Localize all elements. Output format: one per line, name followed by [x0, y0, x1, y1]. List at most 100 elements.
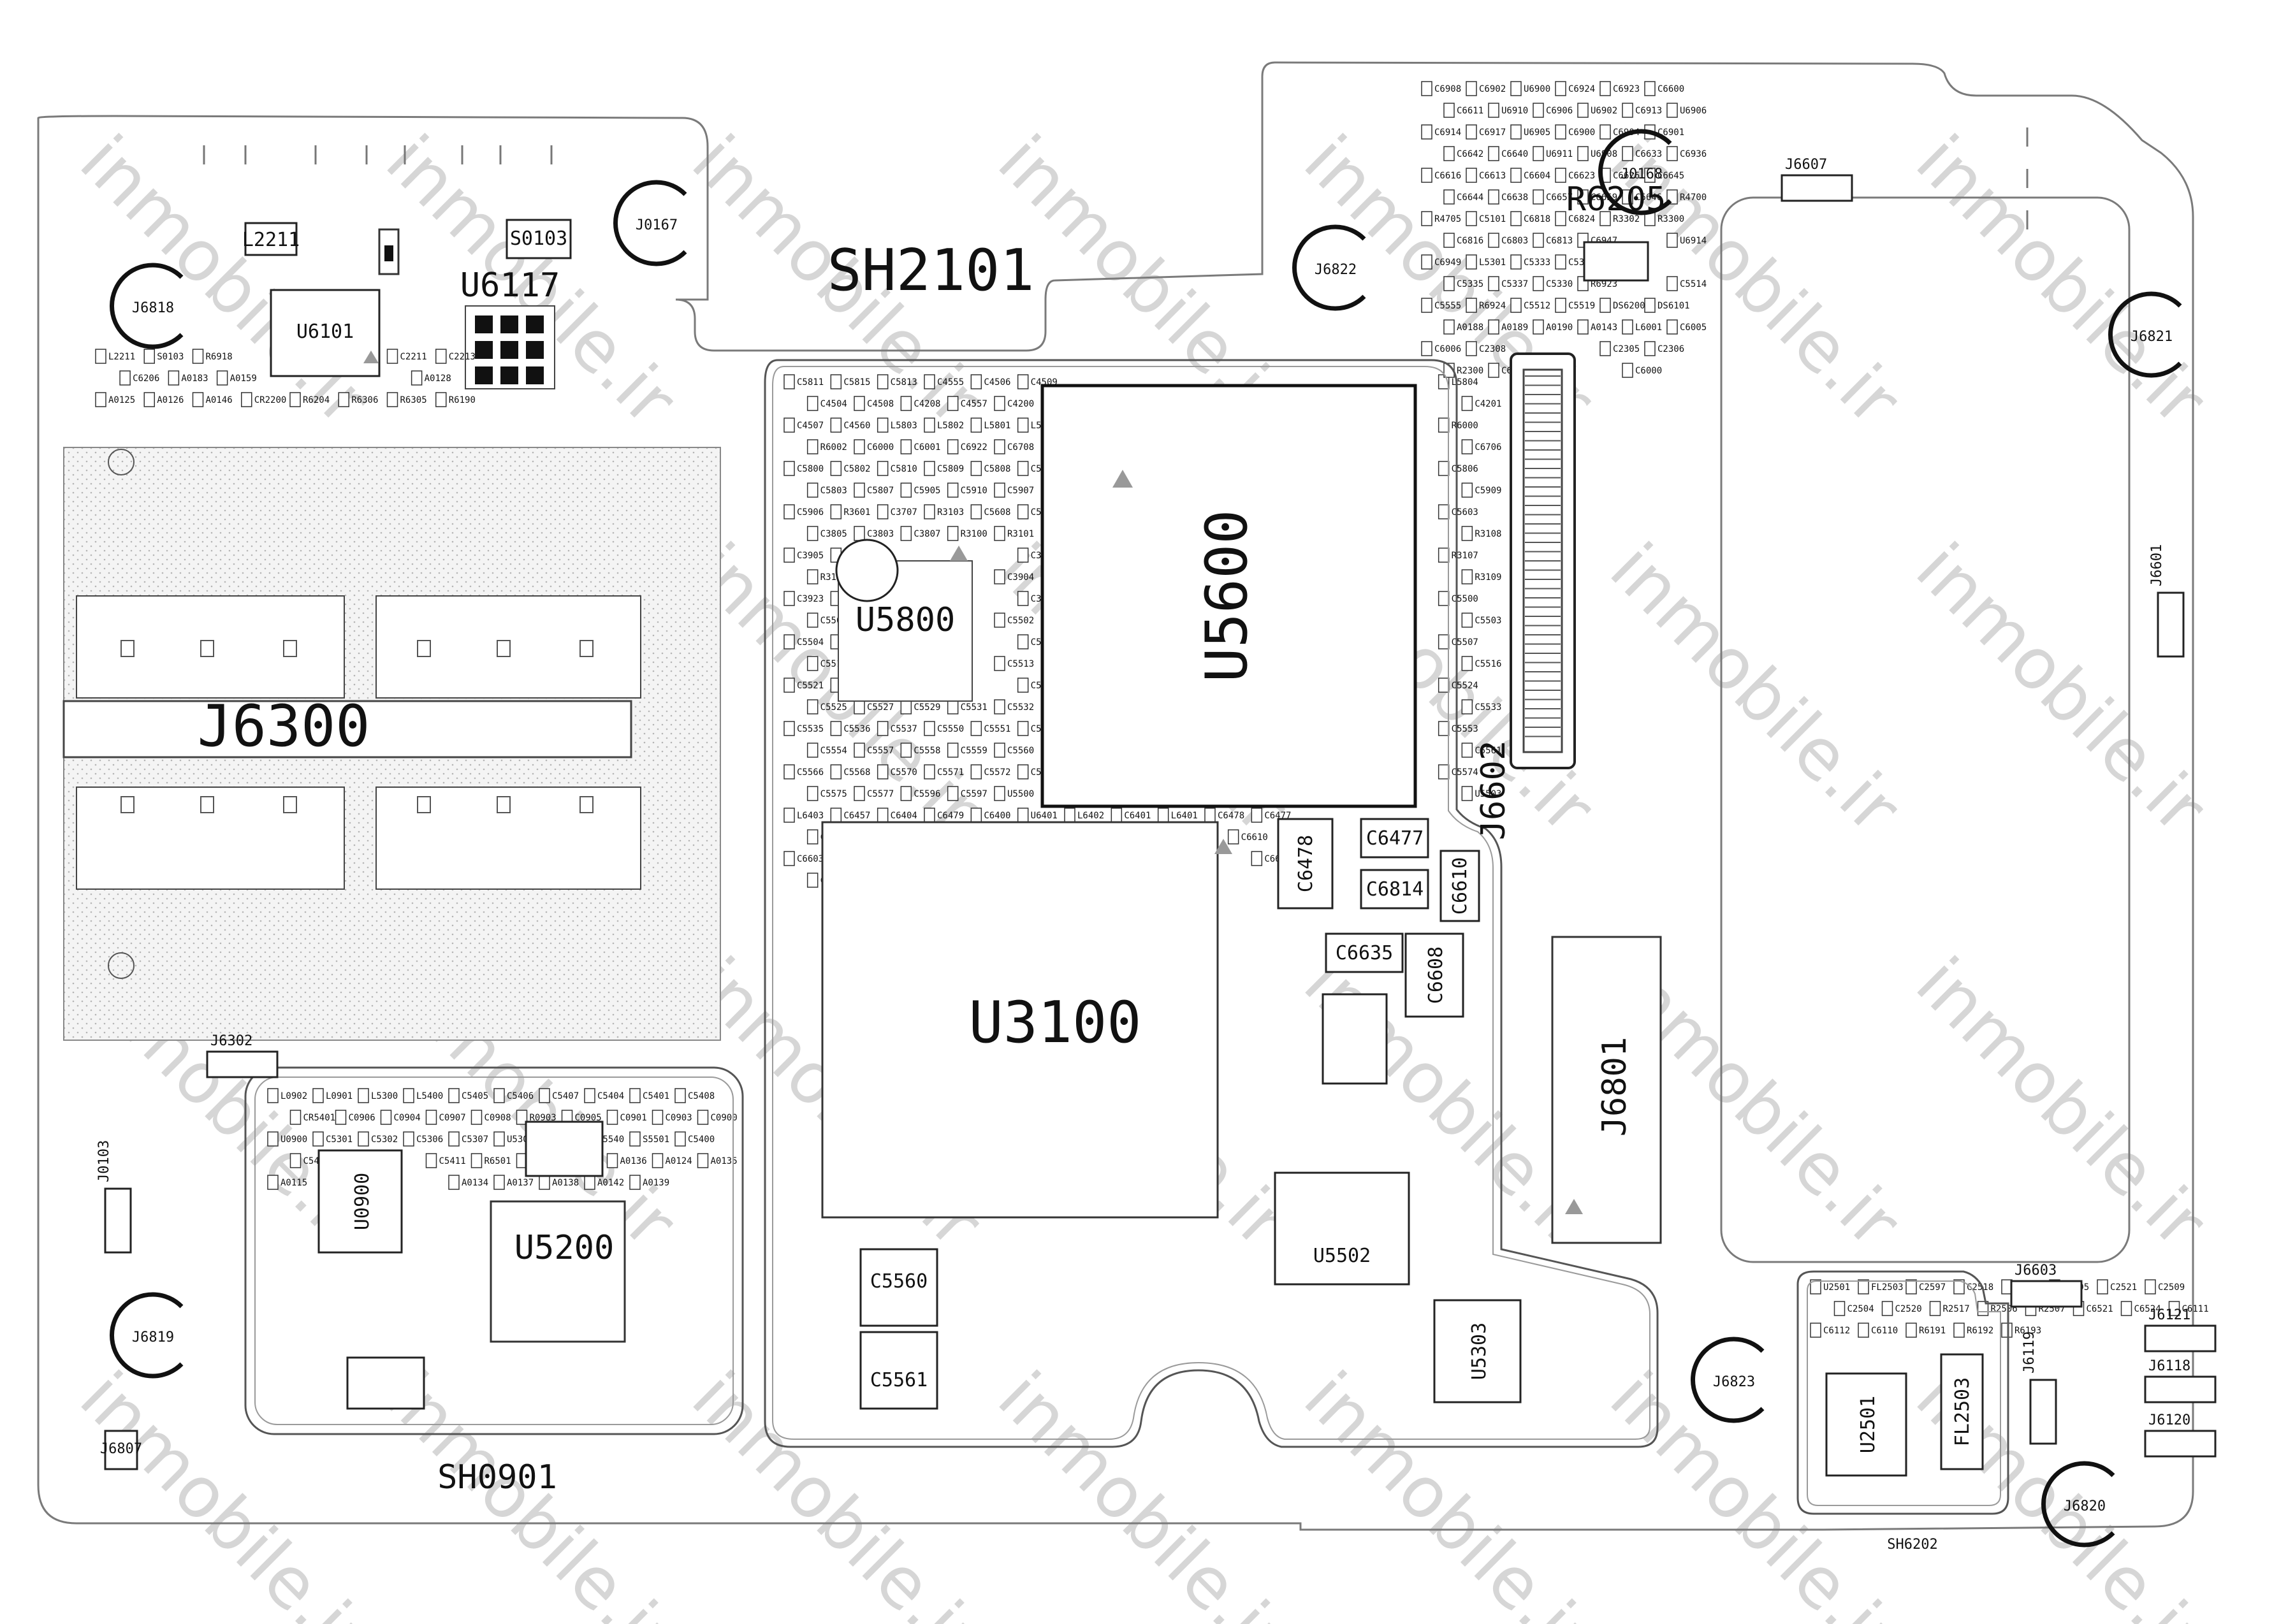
- component-label: A0115: [280, 1178, 307, 1188]
- u5200-label: U5200: [514, 1229, 615, 1267]
- u6101-label: U6101: [296, 321, 354, 343]
- component-pad: [806, 829, 819, 845]
- component-pad: [806, 873, 819, 888]
- component-pad: [1466, 341, 1477, 356]
- component-pad: [783, 504, 795, 519]
- component-label: C5561: [1475, 746, 1501, 756]
- component-label: C2520: [1895, 1304, 1922, 1314]
- u5500-label: C5560: [870, 1270, 928, 1293]
- component-label: A0188: [1457, 323, 1483, 333]
- component-label: C5597: [961, 789, 987, 799]
- component-pad: [1622, 319, 1633, 335]
- component-pad: [806, 656, 819, 671]
- component-pad: [1017, 634, 1029, 649]
- component-label: R6306: [351, 395, 378, 405]
- component-label: R2300: [1457, 366, 1483, 376]
- connector-body: [104, 1187, 132, 1254]
- component-pad: [1421, 254, 1432, 270]
- component-pad: [2145, 1279, 2156, 1294]
- component-label: C6924: [1568, 84, 1595, 94]
- mounting-hole-ring: [1598, 129, 1672, 215]
- component-label: A0137: [507, 1178, 534, 1188]
- sh0901-shield: SH0901 U0900 U5200: [244, 1066, 744, 1497]
- component-label: R4705: [1434, 214, 1461, 224]
- component-label: L6403: [797, 811, 824, 821]
- component-label: C6633: [1635, 149, 1662, 159]
- component-pad: [900, 396, 912, 411]
- component-pad: [1443, 319, 1455, 335]
- component-pad: [1510, 211, 1522, 226]
- component-label: C3707: [891, 507, 917, 518]
- component-label: S5501: [643, 1135, 669, 1145]
- component-label: C5558: [914, 746, 940, 756]
- component-label: C5571: [937, 767, 964, 778]
- component-label: U6902: [1591, 106, 1617, 116]
- connector-label: J6119: [2022, 1331, 2037, 1374]
- component-pad: [1510, 81, 1522, 96]
- mounting-hole-label: J6820: [2064, 1498, 2106, 1514]
- component-label: R3107: [1452, 551, 1478, 561]
- component-pad: [947, 439, 959, 454]
- connector-body: [2010, 1280, 2083, 1308]
- component-label: C6626: [1613, 171, 1640, 181]
- component-label: C5407: [552, 1091, 579, 1101]
- component-label: C6610: [1241, 832, 1268, 843]
- component-pad: [1858, 1323, 1869, 1338]
- component-label: C5568: [843, 767, 870, 778]
- component-label: C5608: [984, 507, 1010, 518]
- component-pad: [947, 699, 959, 714]
- component-pad: [994, 699, 1005, 714]
- component-pad: [1622, 103, 1633, 118]
- component-label: C6936: [1680, 149, 1707, 159]
- component-pad: [1555, 298, 1566, 313]
- component-pad: [1443, 233, 1455, 248]
- component-label: C5400: [688, 1135, 715, 1145]
- component-pad: [1577, 103, 1589, 118]
- component-label: R6190: [449, 395, 476, 405]
- component-pad: [403, 1131, 414, 1147]
- component-label: C5502: [1007, 616, 1034, 626]
- component-label: A0190: [1546, 323, 1573, 333]
- u5303-label: U5303: [1468, 1323, 1490, 1380]
- component-pad: [1466, 81, 1477, 96]
- component-pad: [448, 1175, 460, 1190]
- j6801-label: J6801: [1596, 1037, 1634, 1137]
- component-pad: [924, 721, 935, 736]
- component-pad: [1905, 1279, 1917, 1294]
- component-pad: [1833, 1301, 1846, 1316]
- component-label: C6623: [1568, 171, 1595, 181]
- u5600-label: U5600: [1193, 510, 1260, 683]
- component-pad: [900, 482, 912, 498]
- component-pad: [1461, 526, 1473, 541]
- l6402-label: C6608: [1425, 946, 1447, 1004]
- component-pad: [994, 439, 1005, 454]
- component-label: C2509: [2158, 1282, 2185, 1293]
- component-pad: [970, 764, 982, 779]
- component-pad: [830, 374, 842, 389]
- component-label: C5306: [416, 1135, 443, 1145]
- component-pad: [1666, 276, 1678, 291]
- component-label: A0138: [552, 1178, 579, 1188]
- component-label: C2305: [1613, 344, 1640, 354]
- component-label: A0128: [425, 373, 451, 384]
- component-pad: [1461, 786, 1473, 801]
- component-label: C0907: [439, 1113, 466, 1123]
- component-pad: [1622, 363, 1633, 378]
- component-label: C6923: [1613, 84, 1640, 94]
- component-label: C6479: [937, 811, 964, 821]
- component-pad: [1644, 81, 1656, 96]
- component-label: C5550: [937, 724, 964, 734]
- component-label: U6905: [1524, 127, 1550, 138]
- component-pad: [924, 417, 935, 433]
- component-pad: [1438, 678, 1450, 693]
- connector-label: J6603: [2014, 1263, 2057, 1279]
- component-label: C5910: [961, 486, 987, 496]
- component-pad: [1017, 461, 1029, 476]
- component-label: C5524: [1452, 681, 1478, 691]
- component-pad: [697, 1153, 709, 1168]
- component-pad: [1555, 254, 1566, 270]
- component-label: A0135: [711, 1156, 738, 1166]
- component-pad: [1533, 146, 1544, 161]
- component-label: L6401: [1171, 811, 1198, 821]
- component-label: U6906: [1680, 106, 1707, 116]
